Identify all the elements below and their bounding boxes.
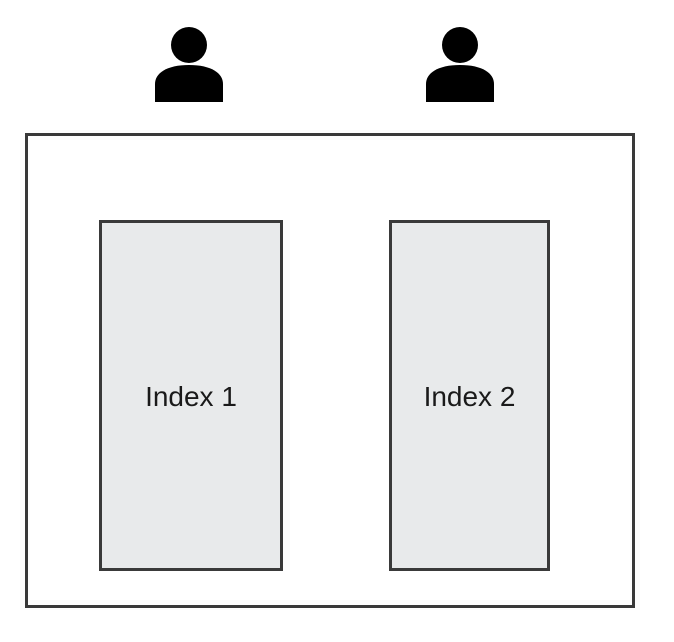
- person-icon: [153, 26, 225, 102]
- person-icon-graphic: [426, 27, 494, 102]
- person-icon-graphic: [155, 27, 223, 102]
- outer-container: Index 1 Index 2: [25, 133, 635, 608]
- index-label: Index 2: [423, 380, 516, 412]
- index-box: Index 1: [99, 220, 283, 571]
- index-box: Index 2: [389, 220, 550, 571]
- person-icon: [424, 26, 496, 102]
- index-label: Index 1: [145, 380, 237, 412]
